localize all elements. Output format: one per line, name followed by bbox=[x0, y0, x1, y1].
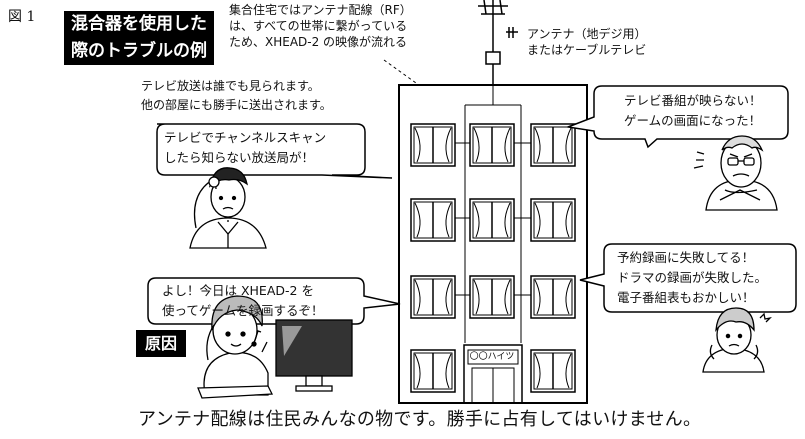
antenna-note-line-1: アンテナ（地デジ用） bbox=[527, 27, 647, 41]
woman-distressed-illustration bbox=[702, 307, 772, 373]
bubble-fail-text: 予約録画に失敗してる！ ドラマの録画が失敗した。 電子番組表もおかしい！ bbox=[617, 248, 767, 308]
bubble-program-line-1: テレビ番組が映らない！ bbox=[624, 93, 762, 108]
person-confused-illustration bbox=[189, 167, 267, 249]
speech-bubble-fail bbox=[579, 243, 797, 313]
building-window bbox=[410, 123, 456, 167]
bubble-scan-line-1: テレビでチャンネルスキャン bbox=[164, 130, 327, 145]
rf-note: 集合住宅ではアンテナ配線（RF） は、すべての世帯に繋がっている ため、XHEA… bbox=[229, 2, 412, 50]
building-window bbox=[530, 349, 576, 393]
title-line-1: 混合器を使用した bbox=[71, 14, 207, 34]
cause-label: 原因 bbox=[136, 330, 186, 357]
broadcast-note: テレビ放送は誰でも見られます。 他の部屋にも勝手に送出されます。 bbox=[141, 77, 332, 115]
girl-gaming-illustration bbox=[197, 295, 274, 399]
bubble-fail-line-3: 電子番組表もおかしい！ bbox=[617, 290, 755, 305]
building-sign: 〇〇ハイツ bbox=[469, 352, 515, 362]
apartment-building bbox=[398, 84, 588, 404]
speech-bubble-scan bbox=[156, 123, 393, 179]
building-window bbox=[469, 123, 515, 167]
man-angry-illustration bbox=[693, 135, 778, 211]
broadcast-note-line-2: 他の部屋にも勝手に送出されます。 bbox=[141, 98, 332, 112]
footer-caption: アンテナ配線は住民みんなの物です。勝手に占有してはいけません。 bbox=[138, 409, 702, 430]
speech-bubble-record bbox=[147, 277, 401, 325]
bubble-record-line-1: よし！今日は XHEAD-2 を bbox=[162, 283, 314, 298]
broadcast-note-line-1: テレビ放送は誰でも見られます。 bbox=[141, 79, 320, 93]
figure-label: 図 1 bbox=[8, 9, 36, 25]
bubble-scan-line-2: したら知らない放送局が！ bbox=[164, 150, 315, 165]
title-line-2: 際のトラブルの例 bbox=[71, 41, 207, 61]
tv-icon bbox=[275, 319, 353, 392]
building-window bbox=[530, 275, 576, 319]
building-window bbox=[469, 275, 515, 319]
bubble-fail-line-2: ドラマの録画が失敗した。 bbox=[617, 270, 768, 285]
building-window bbox=[410, 349, 456, 393]
building-window bbox=[410, 275, 456, 319]
building-window bbox=[410, 198, 456, 242]
antenna-note-line-2: またはケーブルテレビ bbox=[527, 43, 647, 57]
antenna-note: アンテナ（地デジ用） またはケーブルテレビ bbox=[527, 26, 647, 58]
rf-note-line-3: ため、XHEAD-2 の映像が流れる bbox=[229, 35, 408, 49]
rf-note-line-2: は、すべての世帯に繋がっている bbox=[229, 19, 408, 33]
building-window bbox=[530, 198, 576, 242]
bubble-fail-line-1: 予約録画に失敗してる！ bbox=[617, 250, 755, 265]
building-window bbox=[530, 123, 576, 167]
rf-note-line-1: 集合住宅ではアンテナ配線（RF） bbox=[229, 3, 412, 17]
bubble-program-text: テレビ番組が映らない！ ゲームの画面になった！ bbox=[624, 91, 762, 131]
antenna-icon bbox=[478, 0, 518, 85]
bubble-program-line-2: ゲームの画面になった！ bbox=[624, 113, 762, 128]
building-window bbox=[469, 198, 515, 242]
title-banner: 混合器を使用した 際のトラブルの例 bbox=[64, 11, 214, 65]
bubble-scan-text: テレビでチャンネルスキャン したら知らない放送局が！ bbox=[164, 128, 326, 168]
bubble-record-text: よし！今日は XHEAD-2 を 使ってゲームを録画するぞ！ bbox=[162, 281, 324, 321]
bubble-record-line-2: 使ってゲームを録画するぞ！ bbox=[162, 303, 324, 318]
speech-bubble-program bbox=[565, 85, 789, 149]
